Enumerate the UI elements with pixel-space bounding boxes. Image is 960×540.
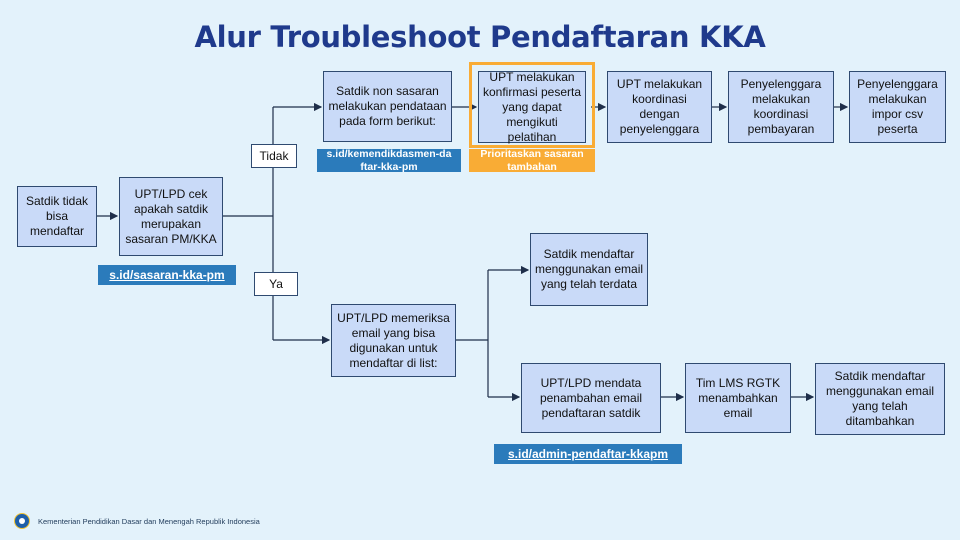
node-penyelenggara-impor: Penyelenggara melakukan impor csv pesert… <box>849 71 946 143</box>
footer: Kementerian Pendidikan Dasar dan Menenga… <box>14 513 260 529</box>
node-satdik-tidak-bisa-mendaftar: Satdik tidak bisa mendaftar <box>17 186 97 247</box>
node-upt-konfirmasi: UPT melakukan konfirmasi peserta yang da… <box>478 70 586 144</box>
node-cek-sasaran: UPT/LPD cek apakah satdik merupakan sasa… <box>119 177 223 256</box>
node-upt-mendata-email: UPT/LPD mendata penambahan email pendaft… <box>521 363 661 433</box>
branch-tidak-label: Tidak <box>251 144 297 168</box>
node-satdik-email-terdata: Satdik mendaftar menggunakan email yang … <box>530 233 648 306</box>
node-upt-memeriksa-email: UPT/LPD memeriksa email yang bisa diguna… <box>331 304 456 377</box>
footer-ministry-name: Kementerian Pendidikan Dasar dan Menenga… <box>38 516 260 526</box>
node-penyelenggara-pembayaran: Penyelenggara melakukan koordinasi pemba… <box>728 71 834 143</box>
link-kemendikdasmen-form[interactable]: s.id/kemendikdasmen-daftar-kka-pm <box>317 147 461 173</box>
branch-ya-label: Ya <box>254 272 298 296</box>
link-admin-pendaftar[interactable]: s.id/admin-pendaftar-kkapm <box>494 444 682 464</box>
node-non-sasaran-pendataan: Satdik non sasaran melakukan pendataan p… <box>323 71 452 142</box>
ministry-logo-icon <box>14 513 30 529</box>
priority-highlight-frame <box>469 62 595 148</box>
link-kemendikdasmen-text[interactable]: s.id/kemendikdasmen-daftar-kka-pm <box>326 147 452 173</box>
node-tim-lms-rgtk: Tim LMS RGTK menambahkan email <box>685 363 791 433</box>
node-satdik-email-ditambahkan: Satdik mendaftar menggunakan email yang … <box>815 363 945 435</box>
label-prioritaskan-sasaran: Prioritaskan sasaran tambahan <box>469 147 595 173</box>
label-prioritaskan-text: Prioritaskan sasaran tambahan <box>480 147 584 173</box>
node-upt-koordinasi: UPT melakukan koordinasi dengan penyelen… <box>607 71 712 143</box>
page-title: Alur Troubleshoot Pendaftaran KKA <box>194 20 766 54</box>
link-sasaran-kka-pm[interactable]: s.id/sasaran-kka-pm <box>98 265 236 285</box>
